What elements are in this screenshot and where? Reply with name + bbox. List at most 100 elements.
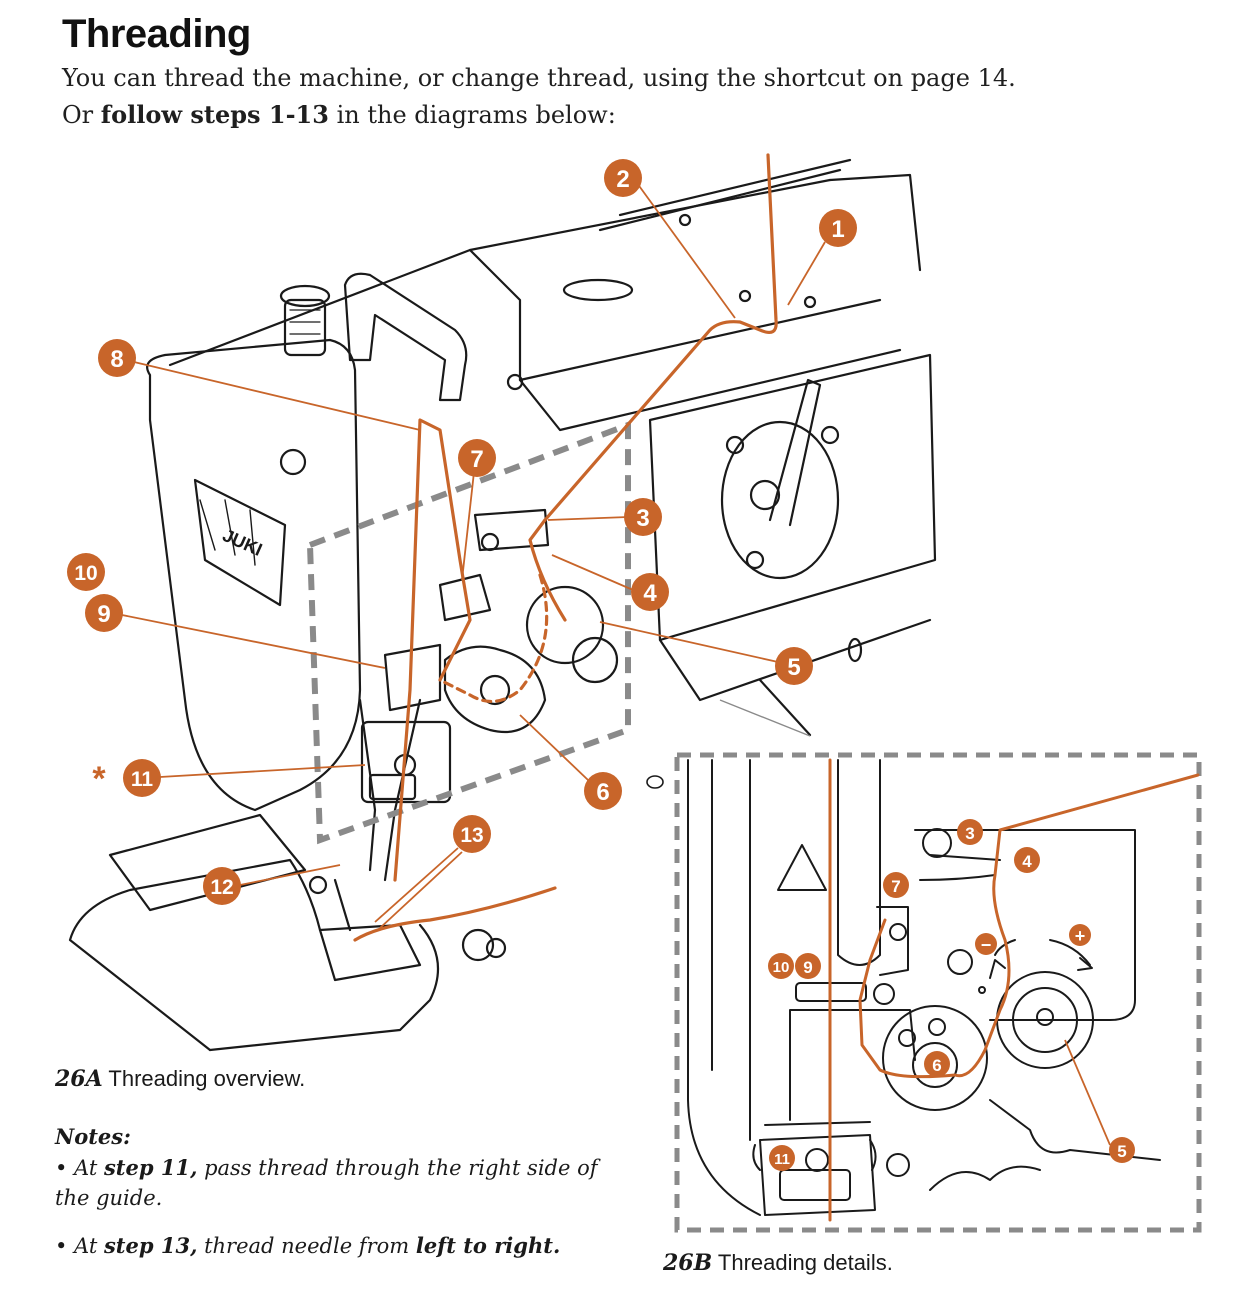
callouts-b: 3 4 5 6 7 9 10 11 − +: [768, 819, 1135, 1171]
thread-tension-run: [528, 518, 567, 622]
svg-text:6: 6: [596, 779, 609, 806]
b-pin: [978, 986, 986, 994]
leader-12: [239, 864, 341, 886]
leader-13b: [379, 851, 463, 929]
intro-suffix: in the diagrams below:: [328, 101, 616, 129]
callout-a-3: 3: [624, 498, 662, 536]
caption-26a-text: Threading overview.: [102, 1066, 306, 1091]
oil-cap: [562, 278, 634, 302]
caption-26b-fig: 26B: [663, 1250, 713, 1276]
panel-edge: [758, 678, 812, 737]
b-clamp-sides: [752, 1139, 877, 1171]
screw-hole-3: [803, 295, 817, 309]
intro-line-2: Or follow steps 1-13 in the diagrams bel…: [62, 100, 616, 129]
callout-b-9: 9: [795, 953, 821, 979]
callout-b-10: 10: [768, 953, 794, 979]
svg-text:6: 6: [932, 1056, 941, 1075]
bed-hole-2: [485, 937, 507, 959]
leader-7: [461, 471, 475, 581]
brand-label: JUKI: [220, 525, 266, 560]
note2-prefix: • At: [55, 1234, 104, 1258]
slide-plate: [108, 813, 307, 912]
callout-a-13: 13: [453, 815, 491, 853]
b-minus-arrow: [989, 959, 1006, 979]
svg-text:11: 11: [774, 1151, 790, 1168]
thread-needle-tail: [353, 886, 557, 942]
callout-b-3: 3: [957, 819, 983, 845]
screw-hole: [506, 373, 524, 391]
b-face-plate-line: [789, 1009, 916, 1121]
detail-frame-b: [674, 752, 1202, 1233]
frame-side-mark: [646, 775, 664, 789]
svg-text:4: 4: [1022, 852, 1032, 871]
guide-screw: [480, 532, 500, 552]
notes-title: Notes:: [55, 1124, 131, 1149]
svg-text:3: 3: [636, 505, 649, 532]
diagram-a-machine-overview: [68, 158, 937, 1052]
screw-hole-4: [678, 213, 692, 227]
thread-guide-9: [383, 643, 442, 712]
svg-text:12: 12: [210, 876, 233, 899]
brand-badge: [193, 478, 287, 607]
leader-8: [133, 361, 421, 431]
intro-line-1: You can thread the machine, or change th…: [62, 64, 1016, 92]
b-clamp-screw: [886, 1153, 910, 1177]
thread-guide-3: [473, 508, 550, 552]
arm-right-top: [828, 173, 922, 272]
b-plate-bottom: [989, 1099, 1161, 1161]
callout-a-10: 10: [67, 553, 105, 591]
arm-bed-front: [468, 248, 882, 382]
leader-9: [121, 614, 386, 669]
b-hole: [947, 949, 973, 975]
b-minus-arc: [994, 939, 1016, 956]
callout-a-7: 7: [458, 439, 496, 477]
bed-left: [68, 858, 322, 1052]
note1-bold: step 11,: [103, 1155, 198, 1180]
svg-text:9: 9: [97, 601, 110, 628]
b-guide-3: [919, 854, 1001, 881]
callout-a-2: 2: [604, 159, 642, 197]
b-needle-clamp: [759, 1134, 876, 1216]
b-tension-6-screw-2: [928, 1018, 946, 1036]
b-plus-arrow: [1077, 957, 1093, 971]
presser-screw-body: [283, 298, 327, 357]
caption-26a: 26A Threading overview.: [55, 1066, 305, 1092]
needle-clamp-slot: [368, 773, 417, 801]
thread-path-a: [353, 153, 778, 942]
notes-block: Notes: • At step 11, pass thread through…: [55, 1124, 615, 1261]
b-head-edge: [687, 759, 761, 1216]
svg-text:−: −: [981, 935, 992, 955]
detail-inset-frame: [306, 420, 631, 845]
note2-mid: thread needle from: [197, 1234, 416, 1258]
dial-knob-3: [725, 435, 745, 455]
side-hole: [847, 637, 863, 663]
b-tension-plate: [914, 829, 1136, 1021]
panel-bottom: [658, 618, 932, 702]
intro-prefix: Or: [62, 101, 101, 129]
thread-down-run: [393, 418, 472, 882]
screw-threads: [289, 309, 321, 335]
take-up-handle: [343, 272, 468, 402]
leader-6: [519, 714, 589, 781]
svg-text:10: 10: [773, 959, 790, 976]
leader-13a: [374, 847, 459, 923]
needle-bar-left: [358, 698, 377, 872]
minus-badge: −: [975, 933, 997, 955]
callout-a-5: 5: [775, 647, 813, 685]
b-clamp-slot: [779, 1169, 851, 1201]
intro-bold-steps: follow steps 1-13: [100, 100, 329, 129]
b-guide-9-screw: [873, 983, 895, 1005]
arm-top-edge: [168, 178, 832, 367]
callout-b-6: 6: [924, 1051, 950, 1077]
b-tension-disc-5-hub: [1036, 1008, 1054, 1026]
callout-a-9: 9: [85, 594, 123, 632]
svg-text:7: 7: [891, 877, 900, 896]
badge-stripes: [199, 499, 256, 566]
stitch-dial: [720, 420, 840, 580]
caption-26a-fig: 26A: [55, 1066, 103, 1092]
foot-screw: [308, 875, 328, 895]
callout-a-11: 11: [123, 759, 161, 797]
b-plus-arc: [1049, 939, 1091, 966]
leader-4: [551, 554, 634, 591]
b-tension-6: [882, 1005, 988, 1111]
